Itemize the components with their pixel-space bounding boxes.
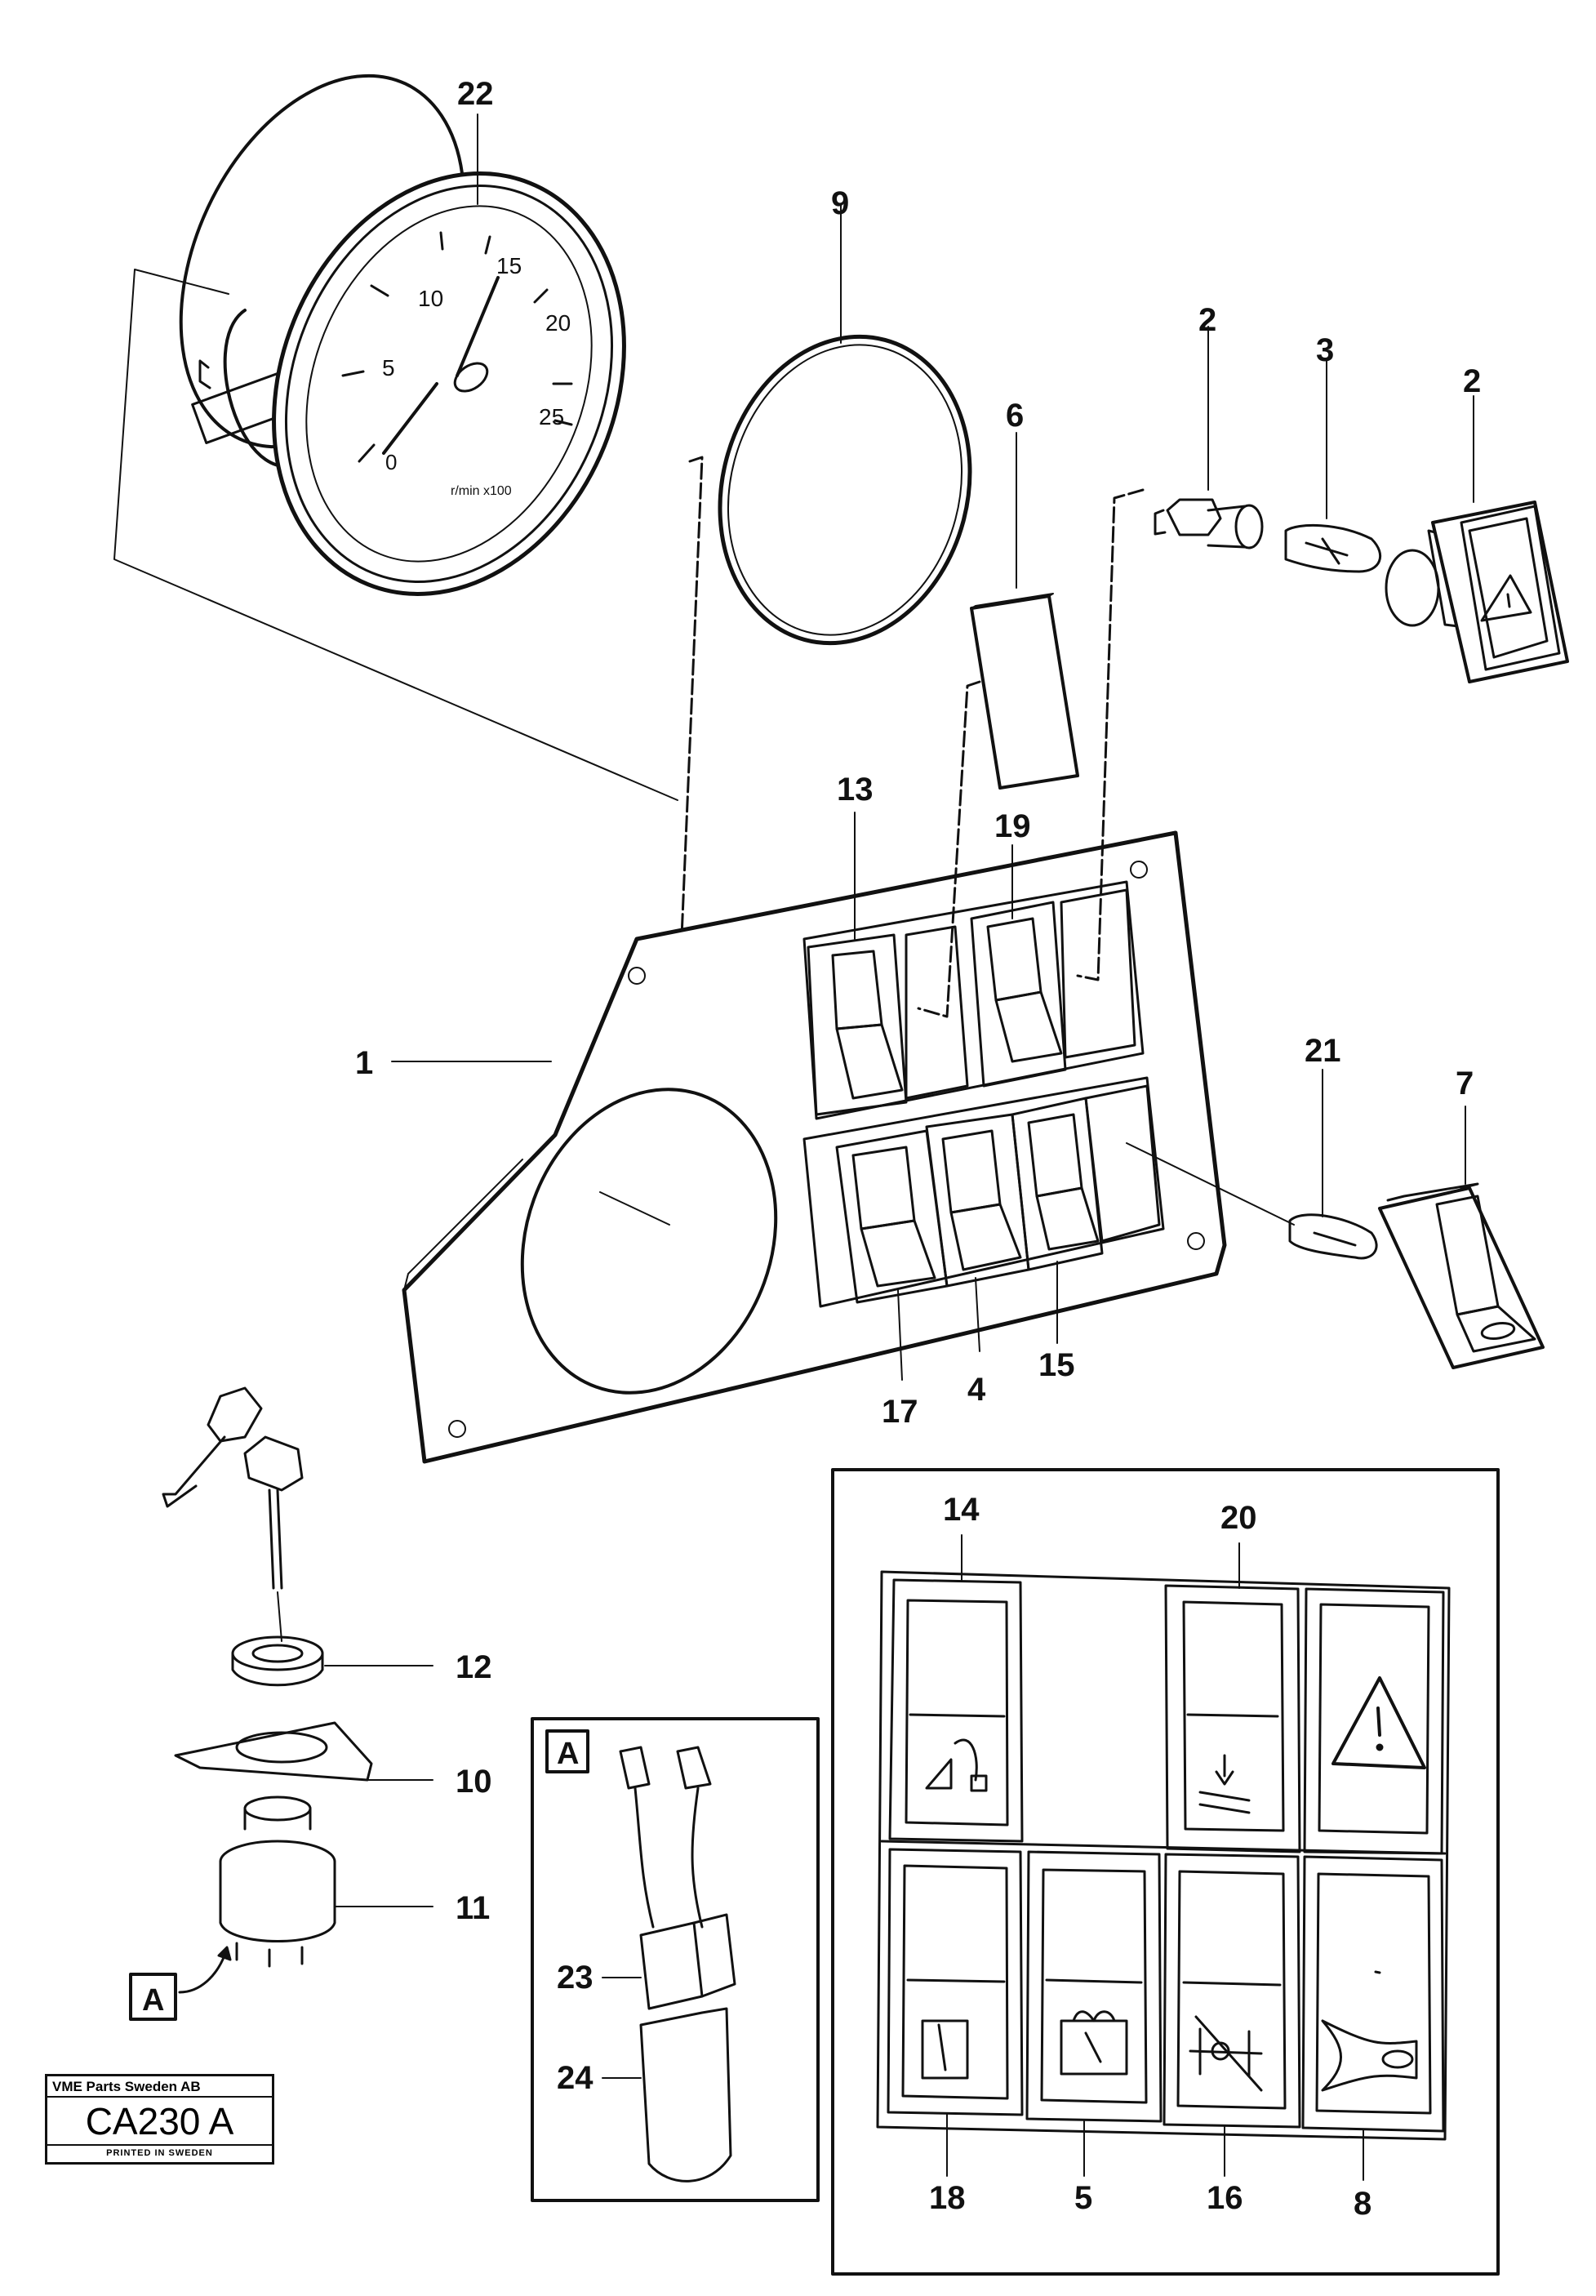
rocker-switch-horn xyxy=(1378,1182,1545,1369)
leader-key-axis xyxy=(277,1591,282,1642)
detail-a-tag: A xyxy=(557,1737,579,1771)
leader-gauge-panel xyxy=(113,269,678,801)
gauge-scale-5: 5 xyxy=(382,355,395,380)
title-stamp: VME Parts Sweden AB CA230 A PRINTED IN S… xyxy=(45,2074,274,2165)
axle-lock-icon xyxy=(1189,2015,1263,2092)
stamp-code: CA230 A xyxy=(85,2100,234,2142)
callout-6: 6 xyxy=(1006,398,1024,434)
callout-2a: 2 xyxy=(1198,302,1216,338)
key-icon xyxy=(207,1386,263,1443)
gauge-zero-label: 0 xyxy=(385,450,397,474)
callout-9: 9 xyxy=(831,185,849,221)
callout-24: 24 xyxy=(557,2060,593,2096)
ignition-nut xyxy=(231,1635,324,1687)
callout-14: 14 xyxy=(943,1492,980,1528)
leader-17 xyxy=(897,1289,903,1381)
callout-16: 16 xyxy=(1207,2180,1243,2216)
symbol-inset-box xyxy=(831,1468,1500,2276)
tachometer-gauge: 0 5 10 15 20 25 r/min x100 xyxy=(179,73,626,596)
horn-icon-inset xyxy=(1321,2019,1418,2092)
leader-4 xyxy=(975,1277,980,1352)
callout-7: 7 xyxy=(1456,1066,1474,1101)
bulb-holder xyxy=(1154,498,1264,550)
callout-22: 22 xyxy=(457,76,494,112)
callout-21: 21 xyxy=(1305,1033,1341,1069)
detail-ref-a-tag: A xyxy=(142,1983,164,2018)
gauge-ring xyxy=(718,334,972,646)
bulb-21 xyxy=(1288,1213,1378,1260)
callout-10: 10 xyxy=(456,1764,492,1800)
ignition-switch xyxy=(219,1795,336,1968)
light-switch-icon xyxy=(921,2019,969,2080)
warning-triangle-icon xyxy=(1480,574,1532,622)
callout-20: 20 xyxy=(1220,1500,1257,1536)
warning-triangle-icon-inset xyxy=(1331,1676,1426,1769)
rocker-switch-hazard xyxy=(1385,501,1569,683)
stamp-printed: PRINTED IN SWEDEN xyxy=(47,2144,272,2162)
gauge-scale-10: 10 xyxy=(418,286,443,311)
gauge-unit-label: r/min x100 xyxy=(451,484,512,498)
dashed-axis-switch-6 xyxy=(917,680,981,1018)
callout-23: 23 xyxy=(557,1960,593,1996)
gauge-scale-25: 25 xyxy=(539,404,564,429)
leader-21-axis xyxy=(1126,1142,1295,1226)
callout-19: 19 xyxy=(994,808,1031,844)
switch-block xyxy=(802,880,1165,1308)
callout-15: 15 xyxy=(1038,1347,1075,1383)
gauge-scale-20: 20 xyxy=(545,310,571,336)
stamp-company: VME Parts Sweden AB xyxy=(47,2076,272,2098)
callout-17: 17 xyxy=(882,1394,918,1430)
horn-icon xyxy=(1480,1321,1516,1341)
callout-2b: 2 xyxy=(1463,363,1481,399)
detail-ref-a: A xyxy=(129,1946,232,2021)
float-icon xyxy=(1198,1754,1251,1814)
ignition-keys xyxy=(162,1386,304,1590)
hydraulic-lever-icon xyxy=(925,1738,978,1790)
callout-1: 1 xyxy=(355,1045,373,1081)
bulb xyxy=(1284,524,1382,573)
callout-12: 12 xyxy=(456,1649,492,1685)
callout-11: 11 xyxy=(456,1890,490,1926)
callout-3: 3 xyxy=(1316,332,1334,368)
dashed-axis-switch-2 xyxy=(1076,488,1145,981)
callout-8: 8 xyxy=(1354,2186,1371,2222)
lens-insert xyxy=(970,593,1079,790)
callout-4: 4 xyxy=(967,1372,986,1408)
ignition-bracket xyxy=(174,1721,373,1782)
callout-5: 5 xyxy=(1074,2180,1092,2216)
callout-13: 13 xyxy=(837,772,874,808)
gauge-scale-15: 15 xyxy=(496,253,522,278)
detail-a-box: A xyxy=(531,1717,820,2202)
callout-18: 18 xyxy=(929,2180,966,2216)
